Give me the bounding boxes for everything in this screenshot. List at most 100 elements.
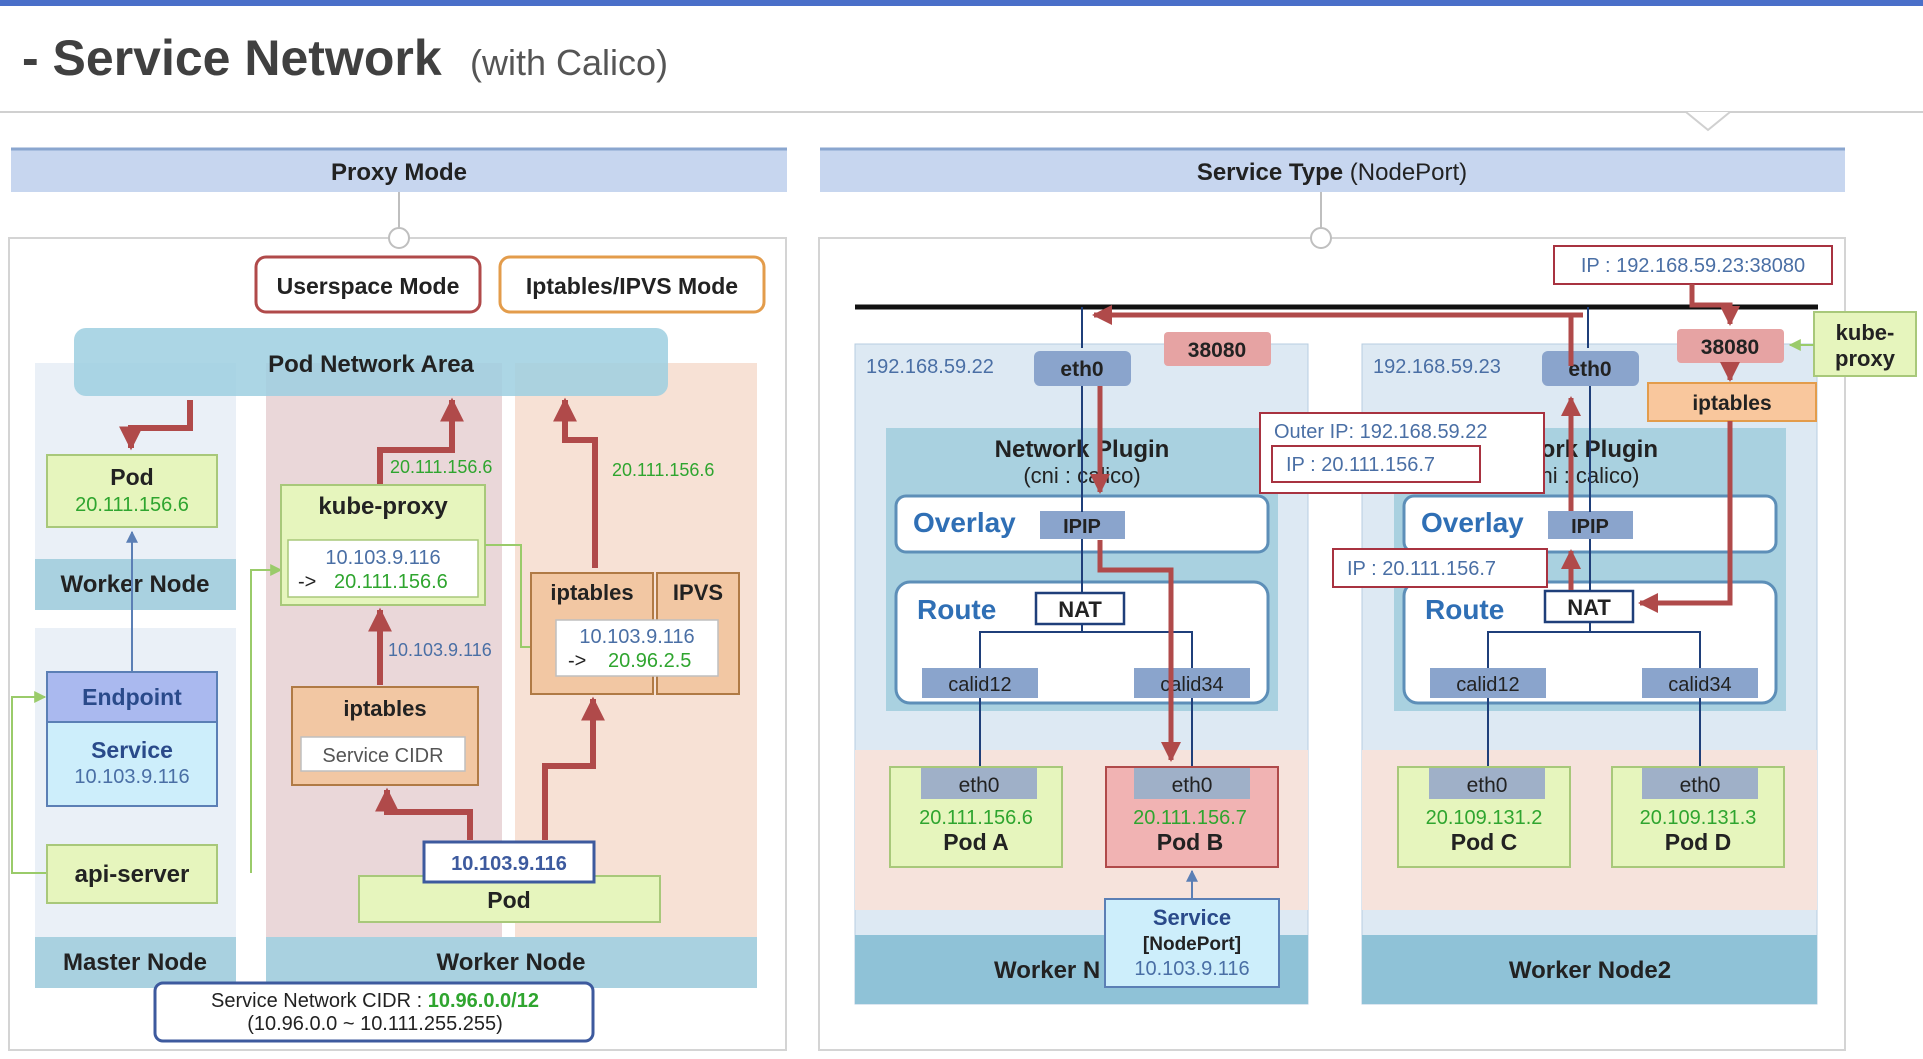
node1-calid12-label: calid12 [948, 674, 1011, 696]
endpoint-box [46, 671, 218, 723]
service-type-connector-dot [1310, 227, 1332, 249]
pod-d-eth0-label: eth0 [1680, 774, 1721, 797]
outer-ip-label: Outer IP: 192.168.59.22 [1274, 421, 1488, 443]
userspace-mode-label: Userspace Mode [277, 273, 460, 299]
node1-port-box [1164, 332, 1271, 366]
pod-d-eth0-box [1642, 768, 1758, 799]
mid-ip-box [1332, 548, 1548, 588]
userspace-mode-box [254, 255, 482, 314]
destination-ip-box [1553, 245, 1833, 285]
pod-network-area-label: Pod Network Area [268, 351, 474, 378]
kube-proxy-label-line2: proxy [1835, 346, 1896, 371]
node2-ipip-box [1548, 511, 1633, 539]
service-type-heading-light: (NodePort) [1350, 159, 1467, 186]
service-box [46, 721, 218, 807]
node1-nat-box [1034, 591, 1126, 626]
ipvs-iptables-label: iptables [550, 580, 633, 605]
pod-c-eth0-box [1429, 768, 1545, 799]
node2-iptables-label: iptables [1692, 392, 1771, 415]
service-cidr-prefix: Service Network CIDR : [211, 990, 428, 1012]
pod-network-to-pod-arrow [119, 400, 193, 451]
ipvs-rule-box [555, 619, 719, 677]
ipvs-upper-ip: 20.111.156.6 [612, 460, 714, 480]
service-type-heading-bold: Service Type [1197, 159, 1343, 186]
page-title: - Service Network [22, 30, 442, 86]
node1-route-tree [979, 631, 1193, 668]
proxy-mode-band [11, 149, 787, 192]
ipip-to-pod-b-arrow [1097, 540, 1181, 762]
node2-port-label: 38080 [1701, 336, 1759, 359]
ipvs-label: IPVS [673, 580, 723, 605]
pod-a-eth0-box [921, 768, 1037, 799]
node2-iptables-box [1647, 382, 1817, 422]
node2-ip: 192.168.59.23 [1373, 356, 1501, 378]
node1-ipip-box [1040, 511, 1125, 539]
top-accent-bar [0, 0, 1923, 6]
node1-calid12-box [922, 668, 1038, 698]
service-type-band [820, 149, 1845, 192]
pod-b-name: Pod B [1157, 829, 1223, 855]
service-type-heading: Service Type (NodePort) [1197, 159, 1467, 186]
worker-node-big-label-band [266, 937, 757, 988]
bottom-pod-ip: 10.103.9.116 [451, 853, 567, 875]
pod-a-ip: 20.111.156.6 [919, 807, 1033, 829]
worker-node-small-label-band [35, 559, 236, 610]
left-pod-label: Pod [110, 464, 153, 490]
kube-proxy-to-pod-network-arrow [377, 397, 464, 485]
service-cidr-label: Service CIDR [322, 745, 443, 767]
bottom-pod-ip-box [422, 840, 596, 884]
node2-calid34-label: calid34 [1668, 674, 1731, 696]
node2-calid34-box [1642, 668, 1758, 698]
userspace-iptables-label: iptables [343, 696, 426, 721]
pod-c-name: Pod C [1451, 829, 1517, 855]
nodeport-service-ip: 10.103.9.116 [1134, 958, 1249, 980]
node2-nat-label: NAT [1567, 595, 1611, 620]
pod-c-eth0-label: eth0 [1467, 774, 1508, 797]
node2-route-label: Route [1425, 594, 1504, 625]
node2-calid12-box [1430, 668, 1546, 698]
inner-ip-label: IP : 20.111.156.7 [1286, 454, 1435, 476]
worker-node2-label: Worker Node2 [1509, 957, 1671, 984]
api-server-box [46, 844, 218, 904]
api-server-to-kube-proxy-line [250, 564, 283, 873]
node1-calid34-label: calid34 [1160, 674, 1223, 696]
node2-eth0-box [1542, 351, 1639, 386]
service-cidr-value: 10.96.0.0/12 [428, 990, 539, 1012]
ipvs-to-pod-network-arrow [553, 397, 598, 568]
node2-port-box [1677, 329, 1784, 363]
left-pod-ip: 20.111.156.6 [75, 494, 189, 516]
pod-c-ip: 20.109.131.2 [1426, 807, 1543, 829]
service-cidr-info-box [153, 981, 595, 1043]
node1-ipip-label: IPIP [1063, 516, 1101, 538]
node2-calid12-label: calid12 [1456, 674, 1519, 696]
service-label: Service [91, 737, 173, 763]
kube-proxy-rule-box [287, 539, 479, 598]
service-cidr-box [300, 736, 466, 772]
node2-eth0-label: eth0 [1568, 358, 1611, 381]
left-pod-box [46, 454, 218, 528]
nodeport-service-type: [NodePort] [1143, 934, 1241, 955]
pod-d-ip: 20.109.131.3 [1640, 807, 1757, 829]
service-cidr-range: (10.96.0.0 ~ 10.111.255.255) [247, 1013, 503, 1035]
node1-overlay-label: Overlay [913, 507, 1016, 538]
iptables-ipvs-mode-box [498, 255, 766, 314]
pod-a-name: Pod A [943, 829, 1009, 855]
inner-ip-box [1271, 445, 1481, 483]
ipvs-rule-source: 10.103.9.116 [579, 626, 694, 648]
ipvs-rule-arrow: -> [568, 650, 586, 672]
node1-eth0-box [1034, 351, 1131, 386]
nodeport-service-label: Service [1153, 905, 1231, 930]
api-server-to-endpoint-line [11, 691, 47, 874]
node1-port-label: 38080 [1188, 339, 1246, 362]
bottom-pod-label: Pod [487, 887, 530, 913]
pod-d-name: Pod D [1665, 829, 1731, 855]
pod-to-iptables-arrow [375, 787, 473, 840]
pod-b-eth0-label: eth0 [1172, 774, 1213, 797]
nodeport-service-box [1104, 898, 1280, 988]
kube-proxy-rule-source: 10.103.9.116 [325, 547, 440, 569]
iptables-to-nat-arrow [1638, 421, 1733, 613]
worker-node2-label-band [1362, 935, 1817, 1004]
pod-network-area [74, 328, 668, 396]
header-notch [1685, 111, 1731, 132]
